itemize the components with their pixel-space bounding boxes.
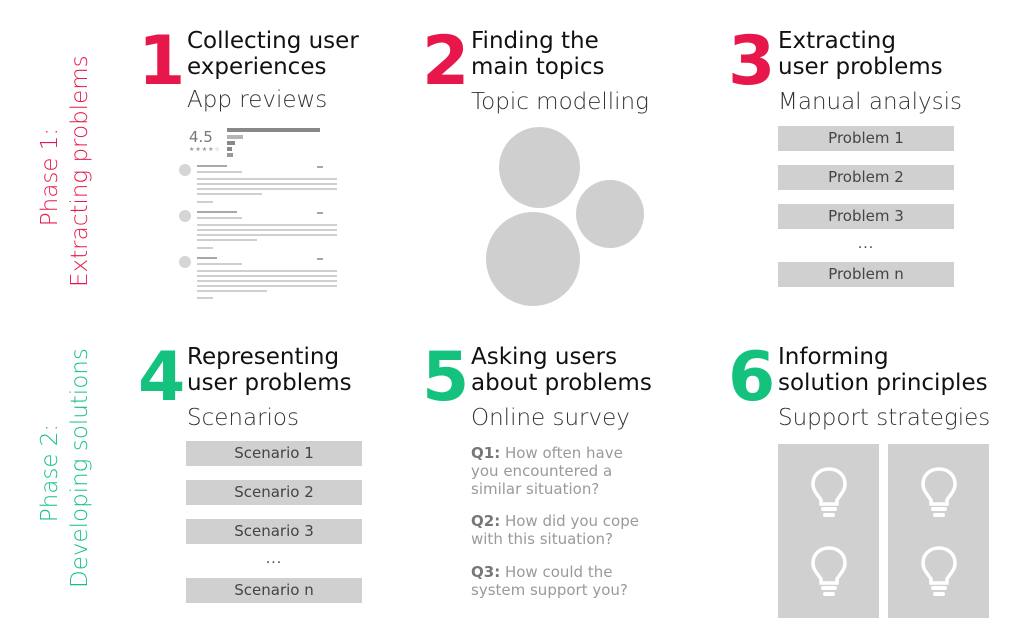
step-5-title-line1: Asking users xyxy=(471,344,618,370)
step-2-number: 2 xyxy=(422,22,470,101)
rating-bar-3 xyxy=(227,141,235,145)
step-5-number: 5 xyxy=(422,338,470,417)
step-1-title-line2: experiences xyxy=(187,54,327,80)
problem-ellipsis: ... xyxy=(857,236,875,252)
survey-question-1: Q1: How often have you encountered a sim… xyxy=(471,444,646,498)
rating-bar-4 xyxy=(227,135,243,139)
lightbulb-icon xyxy=(920,466,957,517)
step-3-title-line2: user problems xyxy=(778,54,943,80)
phase-1-line1: Phase 1: xyxy=(37,127,63,227)
review-rating: 4.5 xyxy=(189,128,213,146)
avatar xyxy=(179,210,191,222)
survey-question-2: Q2: How did you cope with this situation… xyxy=(471,512,646,548)
step-5-subtitle: Online survey xyxy=(471,405,630,431)
step-2-title-line1: Finding the xyxy=(471,28,599,54)
lightbulb-icon xyxy=(810,466,847,517)
survey-q3-text: How could the system support you? xyxy=(471,563,628,599)
scenario-box-3: Scenario 3 xyxy=(186,519,362,544)
step-1-subtitle: App reviews xyxy=(187,87,328,113)
scenario-box-1: Scenario 1 xyxy=(186,441,362,466)
step-2-title-line2: main topics xyxy=(471,54,605,80)
review-item-3 xyxy=(179,256,337,302)
scenario-box-n: Scenario n xyxy=(186,578,362,603)
problem-box-n: Problem n xyxy=(778,262,954,287)
review-item-2 xyxy=(179,210,337,254)
phase-2-label: Phase 2: Developing solutions xyxy=(35,348,95,588)
topic-circle-1 xyxy=(499,127,580,208)
topic-circle-2 xyxy=(576,180,644,248)
step-3-title-line1: Extracting xyxy=(778,28,896,54)
step-1-number: 1 xyxy=(138,22,186,101)
step-6-title-line1: Informing xyxy=(778,344,889,370)
step-5-title: Asking users about problems xyxy=(471,344,652,396)
review-stars: ★★★★☆ xyxy=(189,146,221,153)
step-4-title: Representing user problems xyxy=(187,344,352,396)
scenario-box-2: Scenario 2 xyxy=(186,480,362,505)
step-5-title-line2: about problems xyxy=(471,370,652,396)
phase-2-line2: Developing solutions xyxy=(67,348,93,588)
step-3-subtitle: Manual analysis xyxy=(778,89,963,115)
avatar xyxy=(179,256,191,268)
step-6-title-line2: solution principles xyxy=(778,370,988,396)
step-1-title: Collecting user experiences xyxy=(187,28,359,80)
step-6-subtitle: Support strategies xyxy=(778,405,991,431)
survey-q2-text: How did you cope with this situation? xyxy=(471,512,639,548)
step-6-title: Informing solution principles xyxy=(778,344,988,396)
lightbulb-icon xyxy=(920,545,957,596)
step-2-title: Finding the main topics xyxy=(471,28,605,80)
survey-q3-label: Q3: xyxy=(471,563,501,581)
scenario-ellipsis: ... xyxy=(265,551,283,567)
strategy-tile-4 xyxy=(888,523,989,618)
phase-1-line2: Extracting problems xyxy=(67,55,93,287)
step-4-title-line1: Representing xyxy=(187,344,340,370)
topic-circle-3 xyxy=(486,212,580,306)
survey-q1-text: How often have you encountered a similar… xyxy=(471,444,623,498)
rating-bar-5 xyxy=(227,128,320,132)
rating-bar-2 xyxy=(227,147,232,151)
app-review-thumbnail: 4.5 ★★★★☆ xyxy=(175,124,340,304)
step-3-title: Extracting user problems xyxy=(778,28,943,80)
problem-box-1: Problem 1 xyxy=(778,126,954,151)
avatar xyxy=(179,164,191,176)
survey-q2-label: Q2: xyxy=(471,512,501,530)
lightbulb-icon xyxy=(810,545,847,596)
step-2-subtitle: Topic modelling xyxy=(471,89,649,115)
rating-bar-1 xyxy=(227,153,233,157)
step-4-title-line2: user problems xyxy=(187,370,352,396)
survey-q1-label: Q1: xyxy=(471,444,501,462)
phase-2-line1: Phase 2: xyxy=(37,423,63,523)
strategy-tile-3 xyxy=(778,523,879,618)
review-item-1 xyxy=(179,164,337,208)
problem-box-3: Problem 3 xyxy=(778,204,954,229)
step-4-subtitle: Scenarios xyxy=(187,405,299,431)
phase-1-label: Phase 1: Extracting problems xyxy=(35,55,95,287)
step-4-number: 4 xyxy=(138,338,186,417)
step-3-number: 3 xyxy=(728,22,776,101)
step-1-title-line1: Collecting user xyxy=(187,28,359,54)
problem-box-2: Problem 2 xyxy=(778,165,954,190)
step-6-number: 6 xyxy=(728,338,776,417)
survey-question-3: Q3: How could the system support you? xyxy=(471,563,646,599)
